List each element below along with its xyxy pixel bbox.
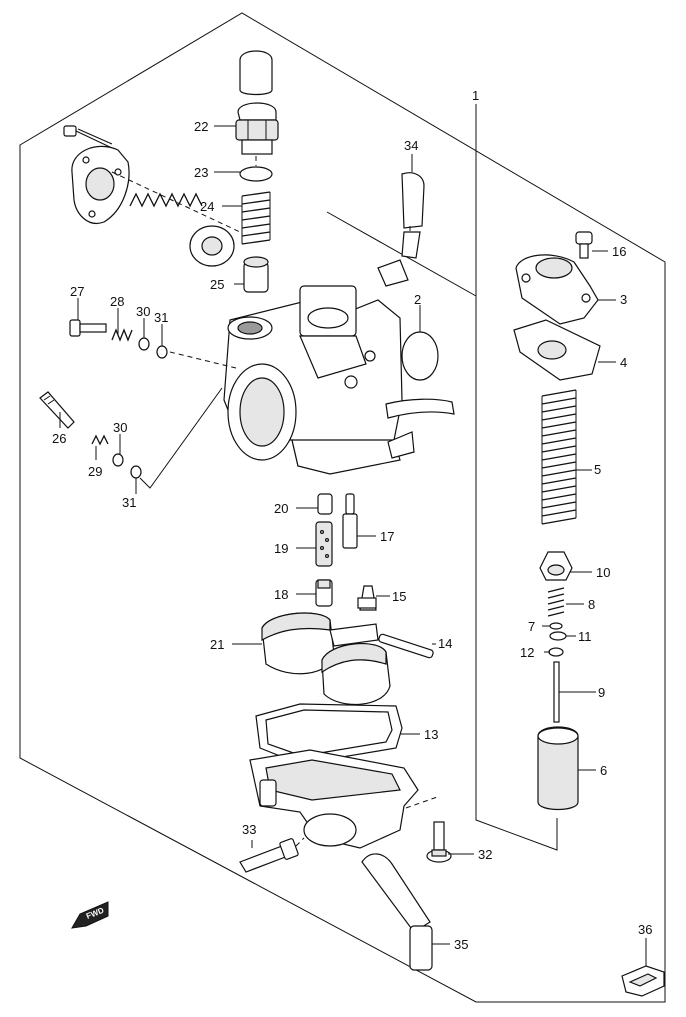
diaphragm (189, 225, 235, 267)
callout-3: 3 (620, 292, 627, 307)
hose-35 (361, 853, 433, 971)
main-jet-18 (315, 579, 333, 607)
screw-16 (575, 231, 593, 259)
callout-11: 11 (578, 629, 592, 644)
callout-16: 16 (612, 244, 626, 259)
washer-7 (549, 622, 563, 630)
float-pin-14 (378, 633, 434, 659)
forward-arrow-badge: FWD (71, 901, 109, 929)
callout-31-top: 31 (154, 310, 168, 325)
callout-28: 28 (110, 294, 124, 309)
washer-30-bottom (112, 453, 124, 467)
callout-31-bottom: 31 (122, 495, 136, 510)
top-cover-3 (515, 254, 599, 325)
callout-27: 27 (70, 284, 84, 299)
callout-numbers: 1 2 3 4 5 6 7 8 9 10 11 12 13 14 15 16 1… (52, 88, 652, 952)
callout-21: 21 (210, 637, 224, 652)
callout-30-bottom: 30 (113, 420, 127, 435)
callout-22: 22 (194, 119, 208, 134)
oring-31-bottom (130, 465, 142, 479)
screw-27-top (63, 125, 113, 149)
spring-coil-cover (129, 192, 203, 208)
air-screw-26 (39, 391, 75, 429)
spring-5 (541, 389, 577, 525)
clip-11 (549, 631, 567, 641)
bolt-32 (426, 821, 452, 863)
callout-35: 35 (454, 937, 468, 952)
callout-32: 32 (478, 847, 492, 862)
spring-24 (241, 191, 271, 245)
top-nut-22 (235, 102, 279, 155)
callout-36: 36 (638, 922, 652, 937)
washer-12 (548, 647, 564, 657)
leader-lines (59, 104, 647, 966)
callout-15: 15 (392, 589, 406, 604)
oring-31-top (156, 345, 168, 359)
hose-34 (377, 172, 425, 287)
pilot-jet-17 (342, 493, 358, 549)
callout-18: 18 (274, 587, 288, 602)
callout-10: 10 (596, 565, 610, 580)
oring-2 (401, 331, 439, 381)
callout-34: 34 (404, 138, 418, 153)
washer-30-top (138, 337, 150, 351)
callout-23: 23 (194, 165, 208, 180)
callout-9: 9 (598, 685, 605, 700)
oring-23 (239, 166, 273, 182)
callout-1: 1 (472, 88, 479, 103)
pilot-screw-27 (69, 319, 107, 337)
callout-13: 13 (424, 727, 438, 742)
float-bowl (249, 749, 419, 849)
drain-screw-33 (239, 838, 299, 873)
callout-26: 26 (52, 431, 66, 446)
callout-33: 33 (242, 822, 256, 837)
float-21 (261, 612, 391, 706)
assembly-frame (19, 12, 666, 1003)
needle-9 (553, 661, 560, 723)
callout-7: 7 (528, 619, 535, 634)
callout-5: 5 (594, 462, 601, 477)
slide-group-bracket (326, 211, 558, 851)
carburetor-body (223, 285, 455, 475)
callout-24: 24 (200, 199, 214, 214)
cover-plate (71, 145, 130, 224)
retainer-10 (539, 551, 573, 581)
callout-6: 6 (600, 763, 607, 778)
jet-20 (317, 493, 333, 515)
callout-17: 17 (380, 529, 394, 544)
callout-8: 8 (588, 597, 595, 612)
callout-19: 19 (274, 541, 288, 556)
clip-36 (621, 965, 665, 997)
callout-2: 2 (414, 292, 421, 307)
spring-8 (547, 587, 565, 617)
gasket-4 (513, 319, 601, 381)
callout-20: 20 (274, 501, 288, 516)
cap-rubber (239, 50, 273, 96)
callout-12: 12 (520, 645, 534, 660)
needle-jet-19 (315, 521, 333, 567)
callout-14: 14 (438, 636, 452, 651)
needle-valve-15 (357, 585, 377, 611)
gasket-13 (255, 703, 403, 765)
callout-4: 4 (620, 355, 627, 370)
callout-25: 25 (210, 277, 224, 292)
slide-25 (243, 256, 269, 293)
spring-28 (111, 328, 133, 342)
callout-30-top: 30 (136, 304, 150, 319)
callout-29: 29 (88, 464, 102, 479)
throttle-valve-6 (537, 726, 579, 811)
spring-29 (91, 434, 109, 446)
